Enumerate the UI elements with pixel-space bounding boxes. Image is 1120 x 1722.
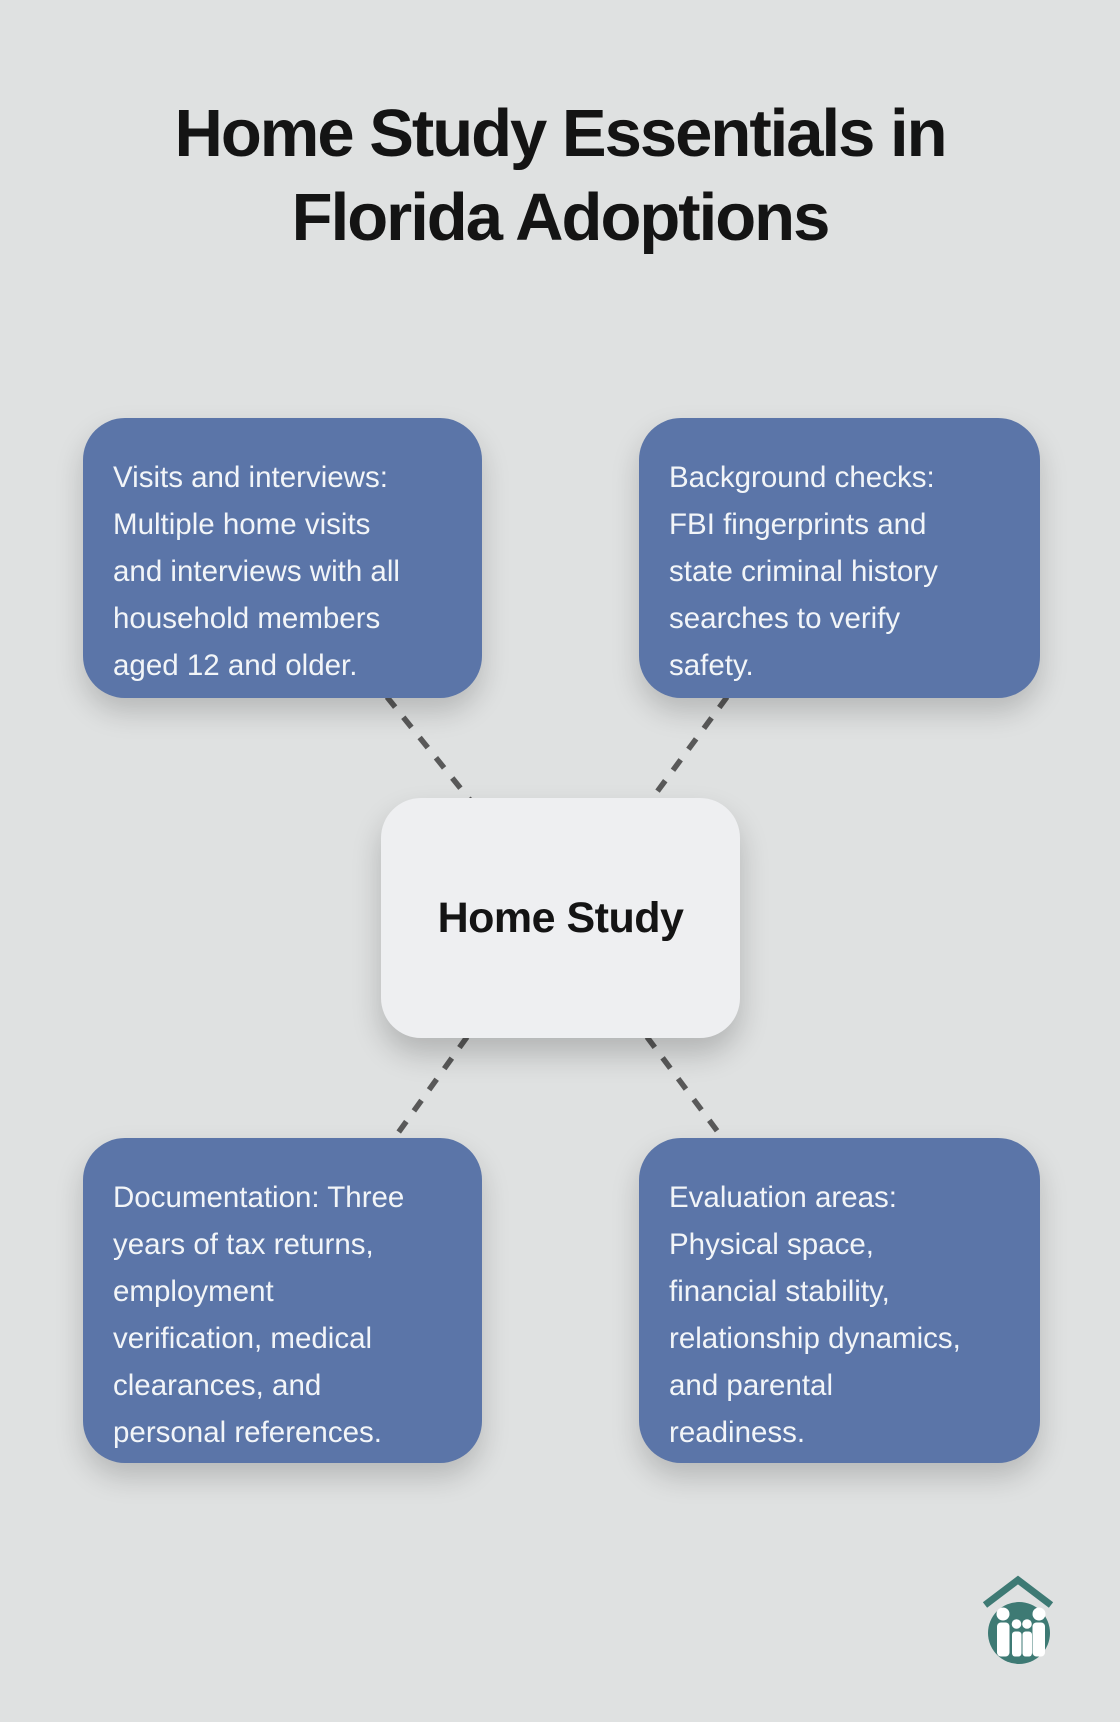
page-title: Home Study Essentials in Florida Adoptio… — [174, 96, 947, 255]
center-node-label: Home Study — [437, 893, 684, 942]
info-box-background-checks: Background checks: FBI fingerprints and … — [639, 418, 1040, 698]
family-under-roof-logo — [982, 1575, 1054, 1664]
connector-top-left-line — [384, 695, 473, 802]
info-box-visits-and-interviews: Visits and interviews: Multiple home vis… — [83, 418, 482, 698]
info-box-evaluation-areas: Evaluation areas: Physical space, financ… — [639, 1138, 1040, 1463]
connector-bottom-right-line — [644, 1035, 727, 1142]
roof-icon — [982, 1575, 1054, 1608]
info-box-documentation: Documentation: Three years of tax return… — [83, 1138, 482, 1463]
connector-top-right-line — [648, 695, 730, 802]
connector-bottom-left-line — [390, 1035, 470, 1142]
family-figures-icon — [996, 1607, 1046, 1657]
center-node-home-study: Home Study — [381, 798, 740, 1038]
